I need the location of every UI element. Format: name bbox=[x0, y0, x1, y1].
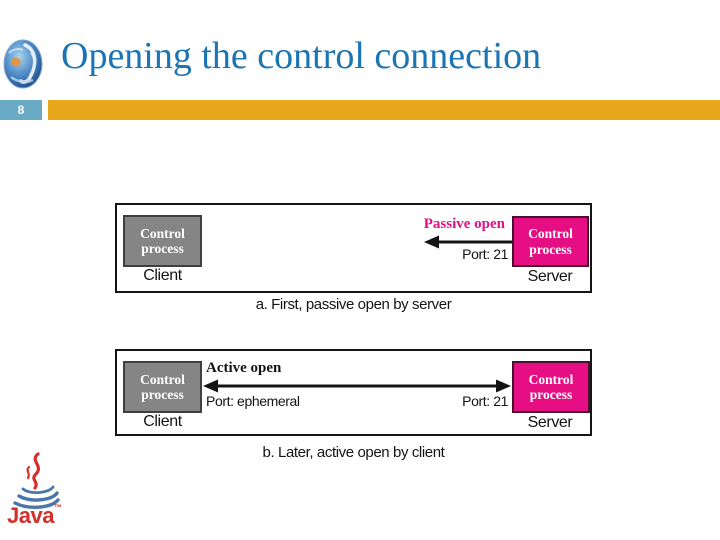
java-logo-text: Java bbox=[7, 503, 54, 528]
client-control-process-box-a: Control process bbox=[123, 215, 202, 267]
client-label-a: Client bbox=[143, 267, 182, 284]
client-control-process-box-b: Control process bbox=[123, 361, 202, 413]
server-port-label-a: Port: 21 bbox=[462, 246, 508, 262]
server-control-process-box-b: Control process bbox=[512, 361, 590, 413]
server-control-process-box-a: Control process bbox=[512, 216, 589, 267]
server-label-b: Server bbox=[527, 414, 573, 431]
slide-number-badge: 8 bbox=[0, 100, 42, 120]
passive-open-arrow-icon bbox=[424, 235, 512, 249]
server-label-a: Server bbox=[527, 268, 573, 285]
java-logo-wordmark: Java™ bbox=[7, 503, 62, 529]
caption-a: a. First, passive open by server bbox=[255, 296, 452, 313]
java-logo-icon bbox=[13, 452, 60, 509]
passive-open-label: Passive open bbox=[423, 216, 505, 232]
globe-logo-icon bbox=[3, 39, 43, 89]
caption-b: b. Later, active open by client bbox=[262, 444, 445, 461]
active-open-label: Active open bbox=[206, 360, 282, 376]
page-title: Opening the control connection bbox=[61, 35, 542, 77]
java-trademark-symbol: ™ bbox=[53, 503, 62, 512]
client-label-b: Client bbox=[143, 413, 182, 430]
server-port-label-b: Port: 21 bbox=[462, 393, 508, 409]
active-open-arrow-icon bbox=[203, 379, 511, 393]
header-divider-bar bbox=[48, 100, 720, 120]
client-port-label-b: Port: ephemeral bbox=[206, 393, 300, 409]
